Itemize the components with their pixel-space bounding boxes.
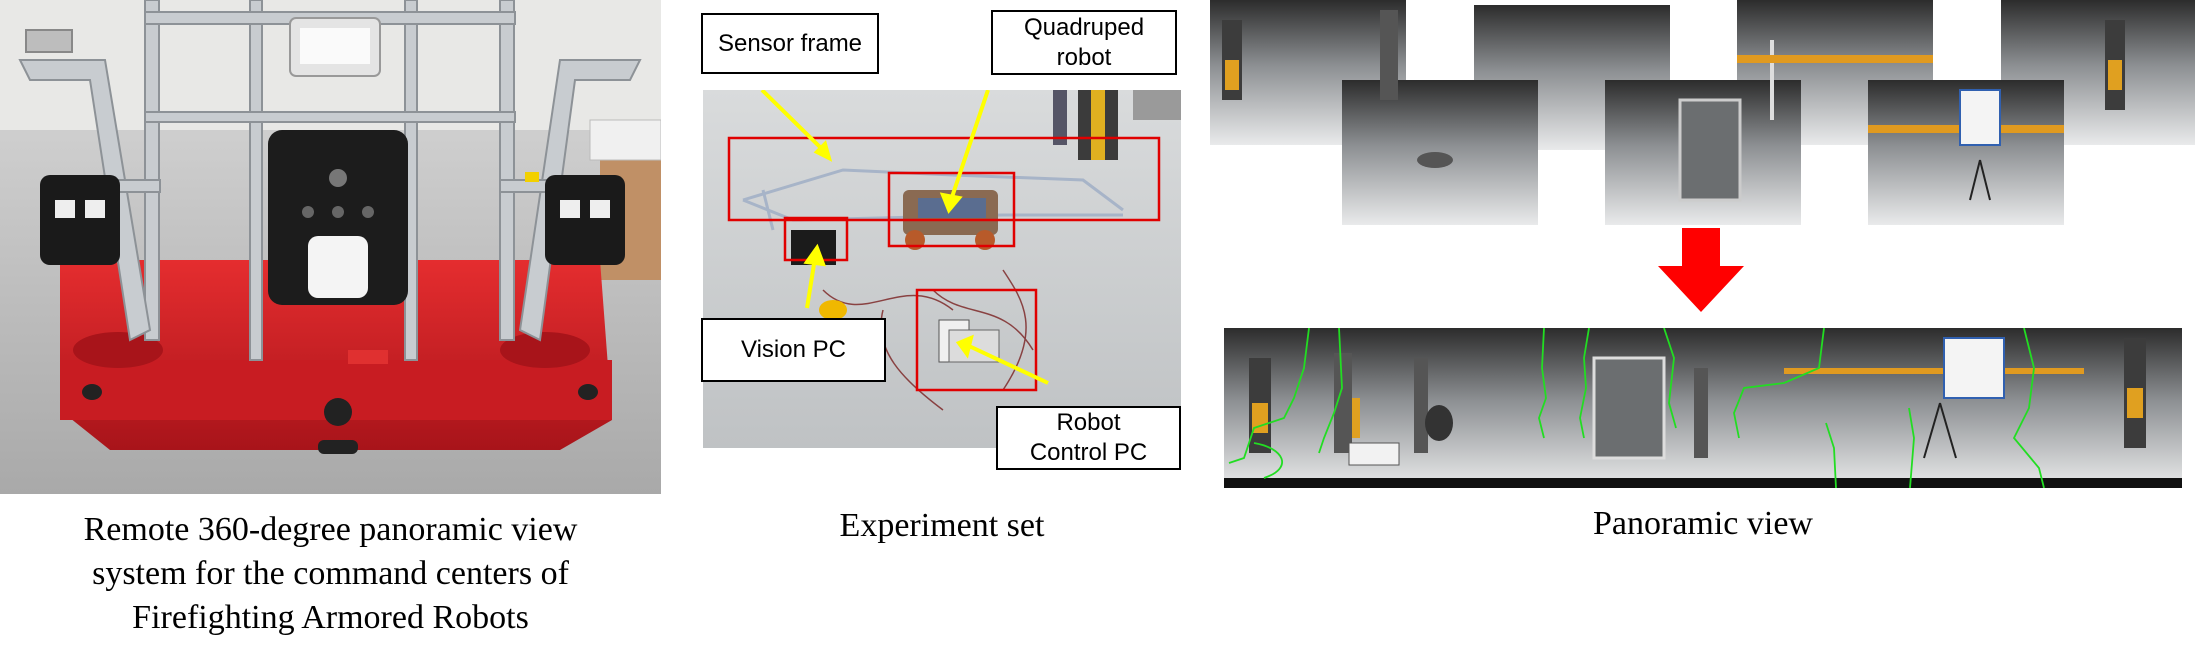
camera-frames xyxy=(1210,0,2195,225)
robot-photo xyxy=(0,0,661,494)
quadruped-robot-box xyxy=(887,171,1016,248)
stitched-panorama xyxy=(1224,328,2182,488)
experiment-photo-image xyxy=(703,90,1181,448)
caption-right: Panoramic view xyxy=(1593,505,1813,542)
robot-photo-image xyxy=(0,0,661,494)
down-arrow-icon xyxy=(1658,228,1744,312)
callout-robot-control-pc: Robot Control PC xyxy=(996,406,1181,470)
experiment-photo xyxy=(703,90,1181,448)
callout-sensor-frame: Sensor frame xyxy=(701,13,879,74)
caption-left: Remote 360-degree panoramic view system … xyxy=(83,511,578,636)
callout-quadruped-robot: Quadruped robot xyxy=(991,10,1177,75)
callout-vision-pc: Vision PC xyxy=(701,318,886,382)
caption-middle: Experiment set xyxy=(839,507,1045,544)
robot-control-pc-box xyxy=(915,288,1038,392)
stitched-panorama-image xyxy=(1224,328,2182,488)
camera-frames-image xyxy=(1210,0,2195,225)
sensor-frame-box xyxy=(727,136,1161,222)
